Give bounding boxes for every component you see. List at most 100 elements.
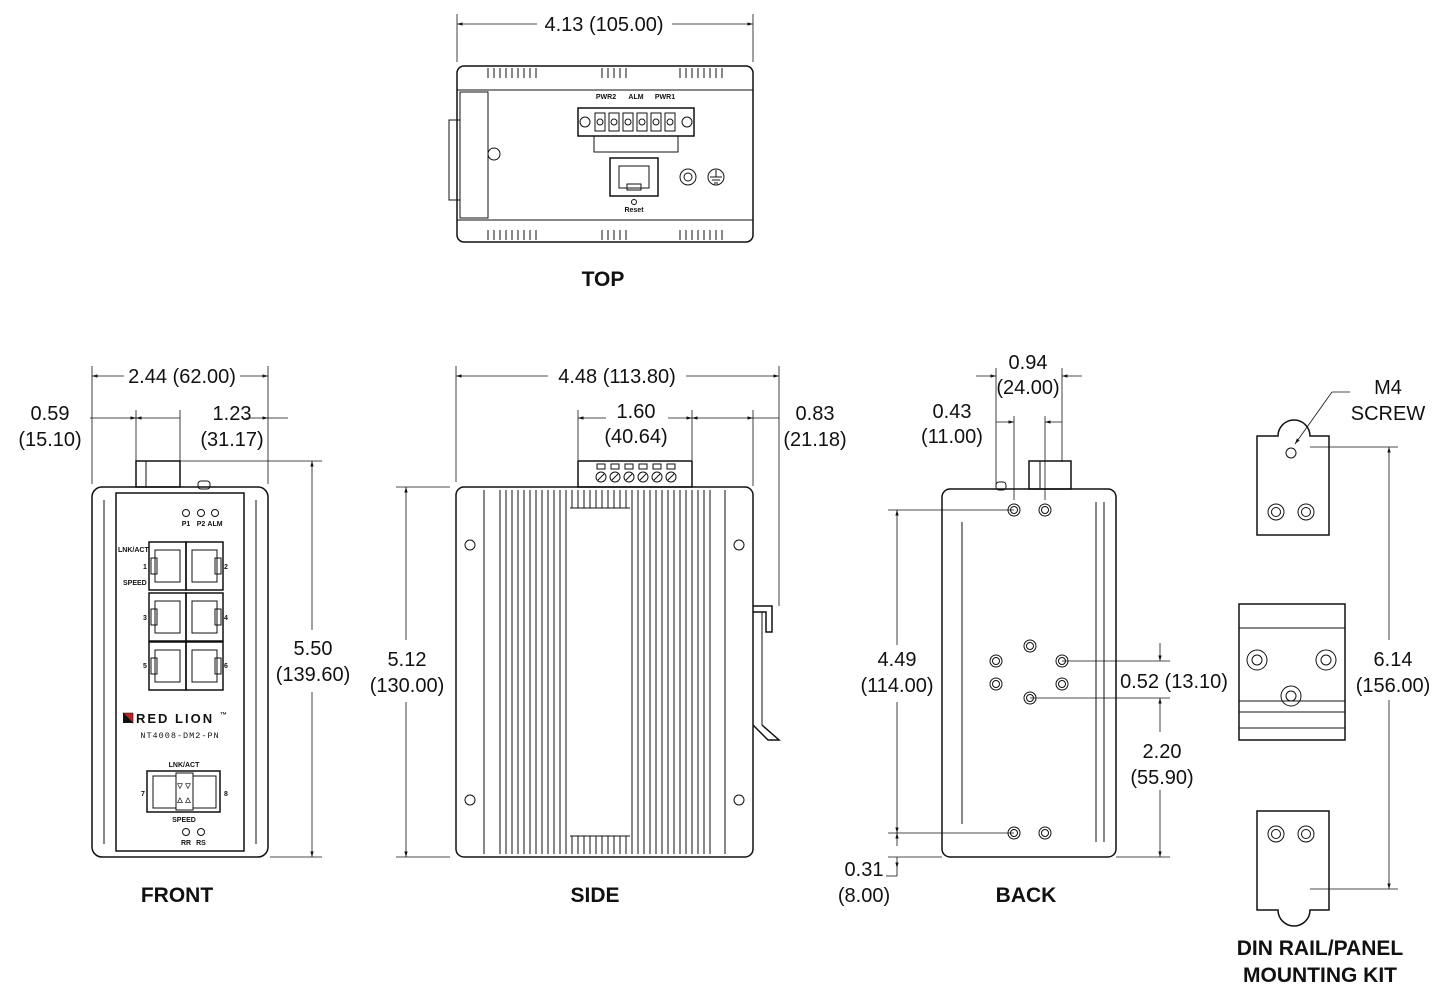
port1-label: 1: [143, 564, 147, 571]
front-height-in: 5.50: [294, 638, 333, 660]
pwr1-label: PWR1: [655, 94, 675, 101]
back-lower-mm: (55.90): [1130, 767, 1193, 789]
side-terminal-block: [577, 460, 693, 488]
top-housing-outline: [456, 65, 754, 243]
ethernet-ports: [148, 541, 224, 691]
trademark: ™: [220, 712, 227, 719]
back-hole-span-in: 4.49: [878, 649, 917, 671]
front-clip-dimension: 0.59 (15.10) 1.23 (31.17): [18, 403, 288, 462]
side-depth-label: 4.48 (113.80): [558, 366, 676, 388]
side-din-clip: [753, 605, 773, 633]
port8-label: 8: [224, 791, 228, 798]
bottom-mounting-plate: [1256, 810, 1330, 927]
front-view-title: FRONT: [141, 884, 213, 907]
rj45-port: [185, 541, 224, 591]
svg-text:▽: ▽: [184, 783, 191, 790]
front-view: 2.44 (62.00) 0.59 (15.10) 1.23 (31.17) 5…: [18, 366, 350, 907]
port6-label: 6: [224, 663, 228, 670]
rj45-port: [148, 641, 187, 691]
din-rail-clip: [1238, 603, 1346, 741]
speed-label: SPEED: [123, 580, 147, 587]
sfp-lnk-label: LNK/ACT: [169, 762, 200, 769]
back-bottom-dimension: 0.31 (8.00): [838, 833, 942, 907]
led-p1-label: P1: [182, 521, 191, 528]
side-heatsink-fins: [499, 490, 711, 854]
back-offset-in: 0.43: [933, 401, 972, 423]
top-din-clip: [459, 91, 489, 219]
front-height-mm: (139.60): [276, 664, 351, 686]
pwr2-label: PWR2: [596, 94, 616, 101]
redlion-logo: RED LION ™ NT4008-DM2-PN: [122, 711, 227, 741]
mounting-holes: [989, 503, 1069, 840]
front-housing-outline: [91, 486, 269, 858]
front-left-offset-mm: (15.10): [18, 429, 81, 451]
side-conn-in: 1.60: [617, 401, 656, 423]
back-housing-outline: [941, 488, 1117, 858]
rj45-port: [185, 641, 224, 691]
top-width-label: 4.13 (105.00): [545, 14, 664, 36]
rj45-console-port: [609, 157, 659, 197]
back-hole-span-mm: (114.00): [860, 675, 933, 697]
rj45-port: [148, 592, 187, 642]
side-view-title: SIDE: [570, 884, 619, 907]
kit-title-line2: MOUNTING KIT: [1243, 964, 1397, 987]
side-height-in: 5.12: [388, 649, 427, 671]
kit-span-in: 6.14: [1374, 649, 1413, 671]
back-spacing-in: 0.94: [1009, 352, 1048, 374]
led-rs-label: RS: [196, 840, 206, 847]
front-right-offset-mm: (31.17): [200, 429, 263, 451]
back-offset-dimension: 0.43 (11.00): [921, 401, 1062, 500]
front-width-dimension: 2.44 (62.00): [91, 366, 269, 484]
led-p2-label: P2: [197, 521, 206, 528]
side-clip-in: 0.83: [796, 403, 835, 425]
top-view-title: TOP: [582, 268, 625, 291]
back-hole-span-dimension: 4.49 (114.00): [860, 509, 1014, 834]
port3-label: 3: [143, 615, 147, 622]
back-view: 0.94 (24.00) 0.43 (11.00) 4.49 (114.00): [838, 352, 1228, 907]
rj45-port: [185, 592, 224, 642]
alm-label: ALM: [628, 94, 643, 101]
svg-text:△: △: [176, 797, 183, 804]
back-lower-in: 2.20: [1143, 741, 1182, 763]
side-height-mm: (130.00): [370, 675, 445, 697]
side-housing-outline: [455, 486, 754, 858]
ground-screw: [679, 168, 697, 186]
svg-text:△: △: [184, 797, 191, 804]
side-view: 4.48 (113.80) 1.60 (40.64) 0.83 (21.18) …: [370, 366, 847, 907]
front-left-offset-in: 0.59: [31, 403, 70, 425]
port7-label: 7: [141, 791, 145, 798]
front-width-label: 2.44 (62.00): [128, 366, 236, 388]
side-height-dimension: 5.12 (130.00): [370, 486, 450, 858]
front-right-offset-in: 1.23: [213, 403, 252, 425]
top-vent-fins: [487, 68, 723, 240]
mounting-kit-view: M4 SCREW: [1237, 377, 1430, 987]
back-bottom-in: 0.31: [845, 859, 884, 881]
sfp-ports: ▽ ▽ △ △: [146, 770, 221, 813]
side-connector-dimension: 1.60 (40.64) 0.83 (21.18): [577, 401, 847, 486]
side-conn-mm: (40.64): [604, 426, 667, 448]
side-depth-dimension: 4.48 (113.80): [455, 366, 780, 606]
back-offset-mm: (11.00): [921, 426, 983, 448]
reset-label: Reset: [624, 207, 644, 214]
status-leds: P1 P2 ALM: [182, 509, 223, 528]
screw-label-line1: M4: [1374, 377, 1402, 399]
kit-title-line1: DIN RAIL/PANEL: [1237, 937, 1404, 960]
port5-label: 5: [143, 663, 147, 670]
led-alm-label: ALM: [207, 521, 222, 528]
port2-label: 2: [224, 564, 228, 571]
svg-text:▽: ▽: [176, 783, 183, 790]
top-screw: [487, 147, 501, 161]
lnk-act-label: LNK/ACT: [118, 547, 149, 554]
reset-button: [631, 199, 637, 205]
led-rr-label: RR: [181, 840, 191, 847]
terminal-block: PWR2 ALM PWR1: [577, 94, 695, 153]
kit-span-mm: (156.00): [1356, 675, 1431, 697]
back-mid-hole-label: 0.52 (13.10): [1120, 671, 1228, 693]
port4-label: 4: [224, 615, 228, 622]
rj45-port: [148, 541, 187, 591]
front-din-clip: [135, 460, 181, 488]
back-spacing-dimension: 0.94 (24.00): [976, 352, 1082, 484]
back-bottom-mm: (8.00): [838, 885, 890, 907]
side-clip-mm: (21.18): [783, 429, 846, 451]
